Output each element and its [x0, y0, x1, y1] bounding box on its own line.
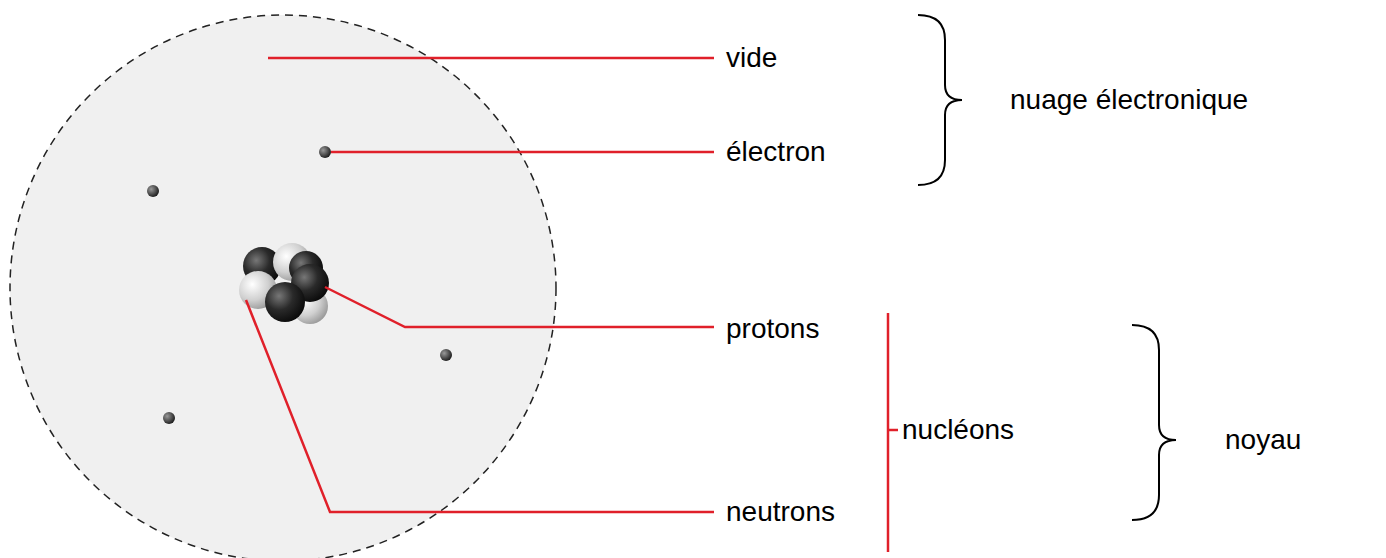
electron-cloud: [10, 15, 556, 558]
group-label: nuage électronique: [1010, 83, 1248, 117]
group-line: [887, 313, 890, 552]
proton: [265, 282, 305, 322]
part-label: protons: [726, 312, 819, 346]
part-label: neutrons: [726, 495, 835, 529]
electron: [319, 146, 331, 158]
part-label: électron: [726, 135, 826, 169]
leader-line: [246, 300, 714, 512]
leader-line: [331, 151, 714, 154]
group-label: noyau: [1225, 423, 1301, 457]
part-label: vide: [726, 41, 777, 75]
curly-brace: [918, 15, 962, 185]
leader-line: [268, 57, 714, 60]
electron: [163, 412, 175, 424]
group-line: [888, 429, 898, 432]
leader-lines: [246, 58, 898, 552]
nucleus: [239, 243, 329, 324]
electron: [147, 185, 159, 197]
group-label: nucléons: [902, 413, 1014, 447]
curly-brace: [1132, 325, 1176, 520]
electron: [440, 349, 452, 361]
leader-line: [325, 287, 714, 327]
